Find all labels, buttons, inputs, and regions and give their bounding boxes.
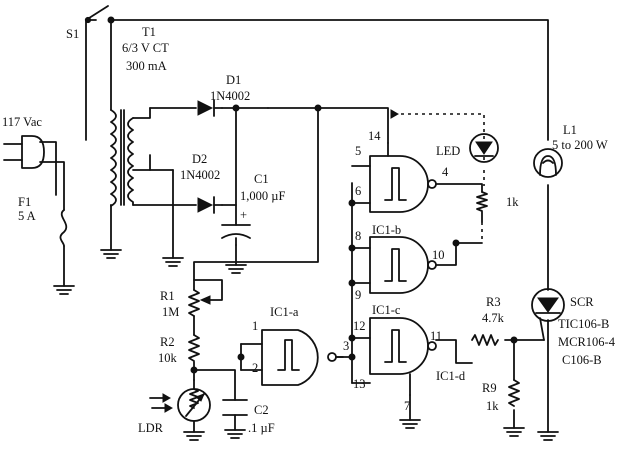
diode-d2-icon bbox=[197, 196, 223, 214]
label-t1-name: T1 bbox=[142, 25, 156, 39]
pin-2: 2 bbox=[252, 361, 258, 375]
label-ldr: LDR bbox=[138, 421, 164, 435]
label-c1-value: 1,000 µF bbox=[240, 189, 285, 203]
pin-7: 7 bbox=[404, 399, 410, 413]
gate-ic1-c-icon bbox=[369, 236, 437, 294]
fuse-icon bbox=[59, 209, 68, 247]
capacitor-c2-icon bbox=[222, 399, 248, 416]
ldr-icon bbox=[149, 379, 211, 433]
capacitor-c1-icon bbox=[221, 224, 251, 246]
label-r1-value: 1M bbox=[162, 305, 179, 319]
label-ic1-d: IC1-d bbox=[436, 369, 466, 383]
resistor-r3-icon bbox=[471, 334, 499, 346]
pin-8: 8 bbox=[355, 229, 361, 243]
label-led-resistor: 1k bbox=[506, 195, 519, 209]
pin-3: 3 bbox=[343, 339, 349, 353]
gate-ic1-b-icon bbox=[369, 155, 437, 213]
gate-ic1-a-icon bbox=[261, 329, 337, 386]
label-mains: 117 Vac bbox=[2, 115, 42, 129]
label-scr-part-3: C106-B bbox=[562, 353, 602, 367]
diode-d1-icon bbox=[197, 99, 223, 117]
ground-symbols bbox=[53, 249, 559, 441]
label-r2-value: 10k bbox=[158, 351, 178, 365]
pin-numbers: 1 2 3 4 5 6 7 8 9 10 11 12 13 14 bbox=[252, 129, 449, 413]
label-f1-rating: 5 A bbox=[18, 209, 36, 223]
label-d2-part: 1N4002 bbox=[180, 168, 220, 182]
pin-6: 6 bbox=[355, 184, 361, 198]
label-f1-name: F1 bbox=[18, 195, 31, 209]
label-led: LED bbox=[436, 144, 460, 158]
label-c1-polarity: + bbox=[240, 208, 247, 222]
label-l1-rating: 5 to 200 W bbox=[552, 138, 608, 152]
led-icon bbox=[469, 133, 499, 163]
label-c2-value: .1 µF bbox=[248, 421, 275, 435]
label-r9-name: R9 bbox=[482, 381, 497, 395]
mains-plug-icon bbox=[3, 135, 45, 169]
wires bbox=[39, 5, 549, 433]
pin-10: 10 bbox=[432, 248, 445, 262]
label-r3-value: 4.7k bbox=[482, 311, 505, 325]
resistor-r2-icon bbox=[188, 334, 200, 362]
transformer-icon bbox=[110, 109, 151, 207]
pin-4: 4 bbox=[442, 165, 449, 179]
label-s1: S1 bbox=[66, 27, 79, 41]
pin-14: 14 bbox=[368, 129, 381, 143]
label-r3-name: R3 bbox=[486, 295, 501, 309]
label-r2-name: R2 bbox=[160, 335, 175, 349]
label-l1-name: L1 bbox=[563, 123, 577, 137]
label-ic1-b: IC1-b bbox=[372, 223, 401, 237]
led-arrow-head bbox=[390, 109, 400, 119]
labels: S1 117 Vac F1 5 A T1 6/3 V CT 300 mA D1 … bbox=[2, 25, 616, 435]
label-c1-name: C1 bbox=[254, 172, 269, 186]
junction-dots bbox=[84, 16, 518, 374]
resistor-r9-icon bbox=[508, 379, 520, 407]
label-d2-name: D2 bbox=[192, 152, 207, 166]
scr-icon bbox=[531, 288, 565, 341]
pin-13: 13 bbox=[353, 377, 366, 391]
label-d1-part: 1N4002 bbox=[210, 89, 250, 103]
label-t1-current: 300 mA bbox=[126, 59, 167, 73]
label-ic1-c: IC1-c bbox=[372, 303, 401, 317]
pin-11: 11 bbox=[430, 329, 442, 343]
label-d1-name: D1 bbox=[226, 73, 241, 87]
label-r9-value: 1k bbox=[486, 399, 499, 413]
resistor-1k-icon bbox=[476, 191, 488, 212]
pin-12: 12 bbox=[353, 319, 366, 333]
label-scr: SCR bbox=[570, 295, 594, 309]
label-scr-part-1: TIC106-B bbox=[558, 317, 609, 331]
pin-5: 5 bbox=[355, 144, 361, 158]
label-r1-name: R1 bbox=[160, 289, 175, 303]
pin-1: 1 bbox=[252, 319, 258, 333]
gate-ic1-d-icon bbox=[369, 317, 437, 396]
label-c2-name: C2 bbox=[254, 403, 269, 417]
potentiometer-r1-icon bbox=[188, 289, 211, 317]
label-scr-part-2: MCR106-4 bbox=[558, 335, 616, 349]
label-ic1-a: IC1-a bbox=[270, 305, 299, 319]
lamp-l1-icon bbox=[533, 148, 563, 178]
label-t1-rating: 6/3 V CT bbox=[122, 41, 169, 55]
pin-9: 9 bbox=[355, 288, 361, 302]
